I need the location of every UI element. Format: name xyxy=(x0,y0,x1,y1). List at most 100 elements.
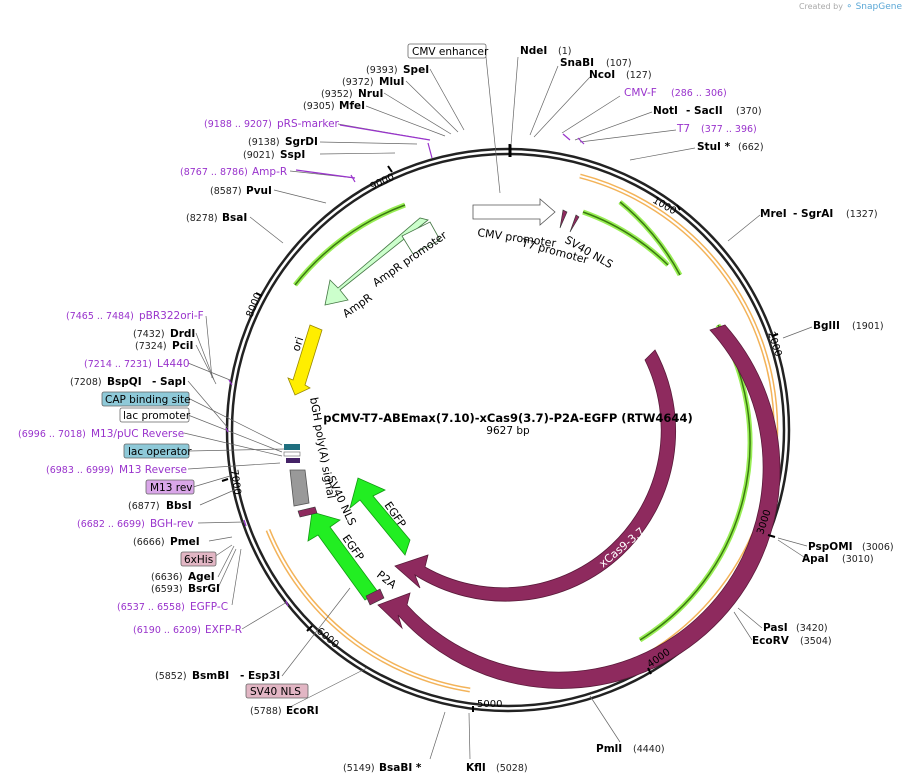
credit-prefix: Created by xyxy=(798,2,843,11)
notI-label: NotI xyxy=(653,105,678,117)
pmeI-label: PmeI xyxy=(170,536,200,548)
sv40-nls-mid-mark xyxy=(297,506,318,518)
bbsI-pos: (6877) xyxy=(128,501,160,512)
nruI-pos: (9352) xyxy=(321,89,353,100)
p2a-label: P2A xyxy=(374,568,399,592)
pmlI-label: PmlI xyxy=(596,743,622,755)
bsaBI-label: BsaBI * xyxy=(379,762,422,774)
prs-marker-label: pRS-marker xyxy=(277,118,340,130)
cmv-enhancer-label: CMV enhancer xyxy=(412,46,489,58)
ori-arrow xyxy=(287,324,323,396)
sv40-nls-box-label: SV40 NLS xyxy=(250,686,301,698)
sv40-nls-box xyxy=(245,683,309,699)
ecoRV-label: EcoRV xyxy=(752,635,790,647)
tick-7000: 7000 xyxy=(228,469,242,496)
orange-arc-right-core xyxy=(579,175,777,684)
snaBI-label: SnaBI xyxy=(560,57,594,69)
amp-r-pos: (8767 .. 8786) xyxy=(180,167,248,178)
pspOMI-pos: (3006) xyxy=(862,542,894,553)
ampr-arrow xyxy=(324,217,429,306)
sspI-label: SspI xyxy=(280,149,305,161)
xcas9-label: xCas9-3.7 xyxy=(597,525,648,570)
l4440-pos: (7214 .. 7231) xyxy=(84,359,152,370)
lac-promoter-mark xyxy=(283,451,301,457)
exfp-r-pos: (6190 .. 6209) xyxy=(133,625,201,636)
pasI-label: PasI xyxy=(763,622,788,634)
bbsI-label: BbsI xyxy=(166,500,192,512)
orange-arc-right xyxy=(579,173,779,686)
bspQI-label: BspQI xyxy=(107,376,142,388)
m13-reverse-label: M13 Reverse xyxy=(119,464,187,476)
cap-binding-site-box xyxy=(101,391,190,407)
sgrDI-label: SgrDI xyxy=(285,136,318,148)
kflI-pos: (5028) xyxy=(496,763,528,774)
nruI-label: NruI xyxy=(358,88,383,100)
sapI-label: - SapI xyxy=(152,376,186,388)
ageI-pos: (6636) xyxy=(151,572,183,583)
mfeI-label: MfeI xyxy=(339,100,365,112)
egfp-c-pos: (6537 .. 6558) xyxy=(117,602,185,613)
pvuI-label: PvuI xyxy=(246,185,272,197)
credit-brand: SnapGene xyxy=(855,2,902,12)
cas9-arrow xyxy=(377,324,781,689)
snapgene-logo: ⚬ xyxy=(845,2,854,12)
sspI-pos: (9021) xyxy=(243,150,275,161)
lac-promoter-label: lac promoter xyxy=(123,410,191,422)
esp3I-label: - Esp3I xyxy=(240,670,280,682)
mreI-sgrAI-pos: (1327) xyxy=(846,209,878,220)
sgrDI-pos: (9138) xyxy=(248,137,280,148)
bgh-polya-box xyxy=(289,469,310,507)
plasmid-name: pCMV-T7-ABEmax(7.10)-xCas9(3.7)-P2A-EGFP… xyxy=(323,411,692,425)
speI-pos: (9393) xyxy=(366,65,398,76)
apaI-label: ApaI xyxy=(802,553,829,565)
speI-label: SpeI xyxy=(403,64,429,76)
tick-5000: 5000 xyxy=(477,699,502,710)
lac-promoter-box xyxy=(119,407,190,423)
sv40-nls-top-mark xyxy=(559,209,568,229)
mfeI-pos: (9305) xyxy=(303,101,335,112)
sacII-label: - SacII xyxy=(686,105,723,117)
ecoRI-pos: (5788) xyxy=(250,706,282,717)
bglII-pos: (1901) xyxy=(852,321,884,332)
green-arc-3b xyxy=(639,324,751,641)
ncoI-pos: (127) xyxy=(626,70,652,81)
snapgene-credit: Created by ⚬ SnapGene xyxy=(799,2,902,12)
plasmid-size: 9627 bp xyxy=(486,425,530,437)
drdI-pos: (7432) xyxy=(133,329,165,340)
bglII-label: BglII xyxy=(813,320,840,332)
t7-pos: (377 .. 396) xyxy=(701,124,757,135)
bsrGI-label: BsrGI xyxy=(188,583,220,595)
drdI-label: DrdI xyxy=(170,328,195,340)
t7-label: T7 xyxy=(676,123,690,135)
lac-operator-mark xyxy=(284,444,300,450)
bsaBI-pos: (5149) xyxy=(343,763,375,774)
m13-reverse-pos: (6983 .. 6999) xyxy=(46,465,114,476)
green-arc-4b xyxy=(294,204,406,286)
mluI-label: MluI xyxy=(379,76,404,88)
orange-arc-bottom-core xyxy=(267,529,471,691)
bgh-rev-label: BGH-rev xyxy=(150,518,194,530)
m13rev-box xyxy=(145,479,195,495)
pciI-pos: (7324) xyxy=(135,341,167,352)
p2a-mark xyxy=(365,588,385,606)
ampr-promoter-box xyxy=(401,221,441,255)
stuI-label: StuI * xyxy=(697,141,731,153)
kflI-label: KflI xyxy=(466,762,486,774)
m13-puc-reverse-label: M13/pUC Reverse xyxy=(91,428,184,440)
tick-2000: 2000 xyxy=(765,331,783,359)
notI-sacII-pos: (370) xyxy=(736,106,762,117)
exfp-r-label: EXFP-R xyxy=(205,624,242,636)
bspQI-pos: (7208) xyxy=(70,377,102,388)
ampr-label: AmpR xyxy=(340,291,375,321)
pbr322ori-f-pos: (7465 .. 7484) xyxy=(66,311,134,322)
6xhis-box xyxy=(180,551,217,567)
green-arc-1b xyxy=(619,201,681,276)
cap-binding-site-label: CAP binding site xyxy=(105,394,191,406)
bsrGI-pos: (6593) xyxy=(151,584,183,595)
pmeI-pos: (6666) xyxy=(133,537,165,548)
egfp-c-label: EGFP-C xyxy=(190,601,228,613)
apaI-pos: (3010) xyxy=(842,554,874,565)
pbr322ori-f-label: pBR322ori-F xyxy=(139,310,204,322)
6xhis-label: 6xHis xyxy=(184,554,213,566)
